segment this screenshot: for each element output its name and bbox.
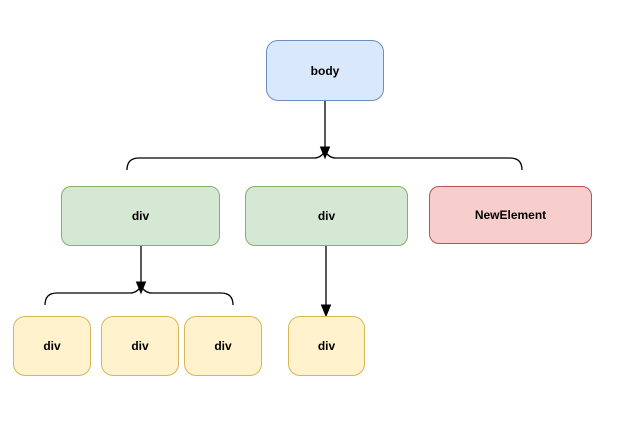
edge-div-middle-to-child [320,246,332,318]
edge-body-to-children [126,101,523,171]
node-div-middle-label: div [317,209,336,223]
node-div-leaf-3[interactable]: div [184,316,262,376]
node-div-leaf-2[interactable]: div [101,316,179,376]
node-div-leaf-1[interactable]: div [13,316,91,376]
node-div-left-label: div [131,209,150,223]
node-div-leaf-4-label: div [317,339,336,353]
node-new-element[interactable]: NewElement [429,186,592,244]
node-div-leaf-1-label: div [43,339,61,353]
node-div-leaf-2-label: div [131,339,149,353]
node-div-leaf-4[interactable]: div [288,316,365,376]
node-new-element-label: NewElement [474,208,547,222]
node-div-leaf-3-label: div [214,339,232,353]
node-body-label: body [310,63,340,78]
node-body[interactable]: body [266,40,384,101]
node-div-left[interactable]: div [61,186,220,246]
node-div-middle[interactable]: div [245,186,408,246]
edge-div-left-to-children [44,246,234,306]
